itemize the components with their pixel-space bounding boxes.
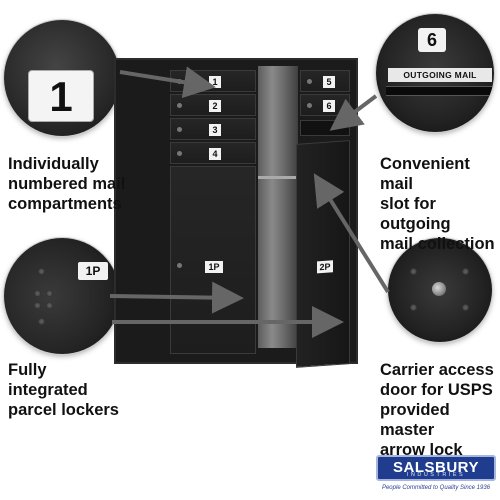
- number-plate: 1: [28, 70, 94, 122]
- door-number: 1: [209, 76, 221, 88]
- lock-rivet: [462, 268, 469, 275]
- door-number: 3: [209, 124, 221, 136]
- lock-hole: [177, 151, 182, 156]
- door-number: 4: [209, 148, 221, 160]
- door-number: 6: [323, 100, 335, 112]
- feature-caption-compartments: Individually numbered mail compartments: [8, 155, 126, 213]
- mail-door: 5: [300, 70, 350, 92]
- salsbury-logo: SALSBURY INDUSTRIES People Committed to …: [376, 455, 496, 497]
- parcel-locker-door: 1P: [170, 166, 256, 354]
- parcel-number: 1P: [205, 261, 223, 273]
- lock-hole: [307, 103, 312, 108]
- logo-tagline: People Committed to Quality Since 1936: [381, 485, 491, 491]
- lock-rivet: [462, 304, 469, 311]
- lock-rivet: [46, 302, 53, 309]
- lock-rivet: [410, 268, 417, 275]
- lock-hole: [177, 127, 182, 132]
- lock-rivet: [34, 302, 41, 309]
- mail-door: 1: [170, 70, 256, 92]
- lock-hole: [177, 263, 182, 268]
- carrier-access-door: 2P: [296, 140, 350, 368]
- logo-brand: SALSBURY: [393, 459, 479, 476]
- mail-door: 6: [300, 94, 350, 116]
- logo-badge: SALSBURY INDUSTRIES: [376, 455, 496, 481]
- lock-rivet: [410, 304, 417, 311]
- feature-caption-carrier-door: Carrier access door for USPS provided ma…: [380, 361, 494, 459]
- lock-hole: [177, 103, 182, 108]
- parcel-locker-zoom: 1P: [4, 238, 120, 354]
- lock-rivet: [38, 318, 45, 325]
- slot-number-plate: 6: [418, 28, 446, 52]
- feature-caption-parcel-lockers: Fully integrated parcel lockers: [8, 361, 119, 419]
- interior-shelf: [258, 176, 298, 179]
- parcel-interior: [258, 66, 298, 348]
- arrow-lock-icon: [432, 282, 446, 296]
- outgoing-mail-label: OUTGOING MAIL: [388, 68, 492, 82]
- mail-door: 4: [170, 142, 256, 164]
- outgoing-mail-slot: [300, 120, 350, 136]
- mail-door: 3: [170, 118, 256, 140]
- compartment-number-zoom: 1: [4, 20, 120, 136]
- parcel-number: 2P: [317, 260, 333, 274]
- parcel-number-plate: 1P: [78, 262, 108, 280]
- door-number: 5: [323, 76, 335, 88]
- carrier-lock-zoom: [388, 238, 492, 342]
- feature-caption-mail-slot: Convenient mail slot for outgoing mail c…: [380, 155, 495, 253]
- mailbox-unit: 1 2 3 4 1P 5 6 2P: [114, 58, 358, 368]
- door-number: 2: [209, 100, 221, 112]
- lock-rivet: [34, 290, 41, 297]
- mail-slot-opening: [386, 86, 494, 96]
- lock-rivet: [38, 268, 45, 275]
- lock-hole: [177, 79, 182, 84]
- mail-door: 2: [170, 94, 256, 116]
- lock-hole: [307, 79, 312, 84]
- logo-subbrand: INDUSTRIES: [406, 472, 466, 478]
- mail-slot-zoom: 6 OUTGOING MAIL: [376, 14, 494, 132]
- lock-rivet: [46, 290, 53, 297]
